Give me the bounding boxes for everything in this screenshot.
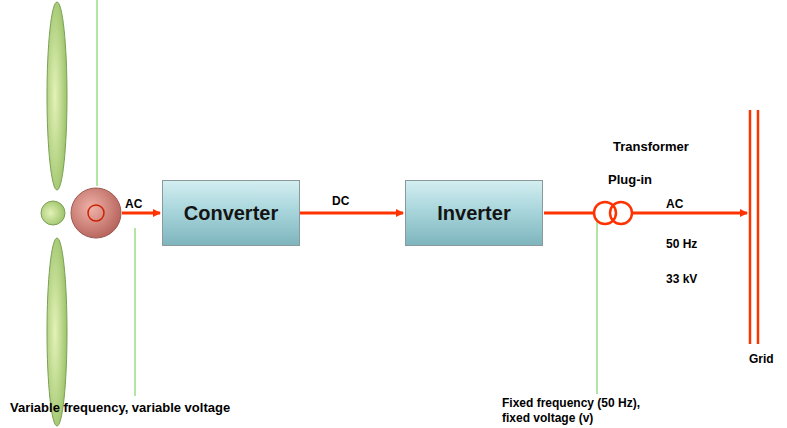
box-title: Inverter (437, 202, 510, 225)
leader-line (597, 222, 598, 394)
component-label: Plug-in (608, 172, 652, 188)
turbine-blade (47, 238, 67, 426)
turbine-hub (41, 201, 65, 225)
process-box: Inverter (405, 180, 543, 246)
voltage-label: 33 kV (666, 272, 697, 287)
component-label: Transformer (613, 139, 689, 155)
transformer-winding (610, 202, 632, 224)
grid-bus (749, 110, 752, 344)
note-label: Fixed frequency (50 Hz), fixed voltage (… (502, 396, 667, 426)
power-arrow (632, 212, 747, 215)
signal-label: DC (330, 194, 351, 208)
frequency-label: 50 Hz (666, 237, 697, 252)
signal-label: AC (666, 197, 683, 212)
power-arrow (122, 212, 160, 215)
grid-label: Grid (749, 352, 774, 367)
leader-line (97, 0, 98, 186)
signal-label: AC (125, 197, 142, 212)
note-label: Variable frequency, variable voltage (10, 400, 230, 416)
generator (71, 188, 121, 238)
leader-line (135, 228, 136, 396)
power-line (544, 212, 594, 215)
grid-bus (757, 110, 760, 344)
box-title: Converter (184, 202, 278, 225)
turbine-blade (47, 2, 67, 190)
generator-rotor (88, 205, 104, 221)
process-box: Converter (162, 180, 300, 246)
power-arrow (300, 212, 403, 215)
